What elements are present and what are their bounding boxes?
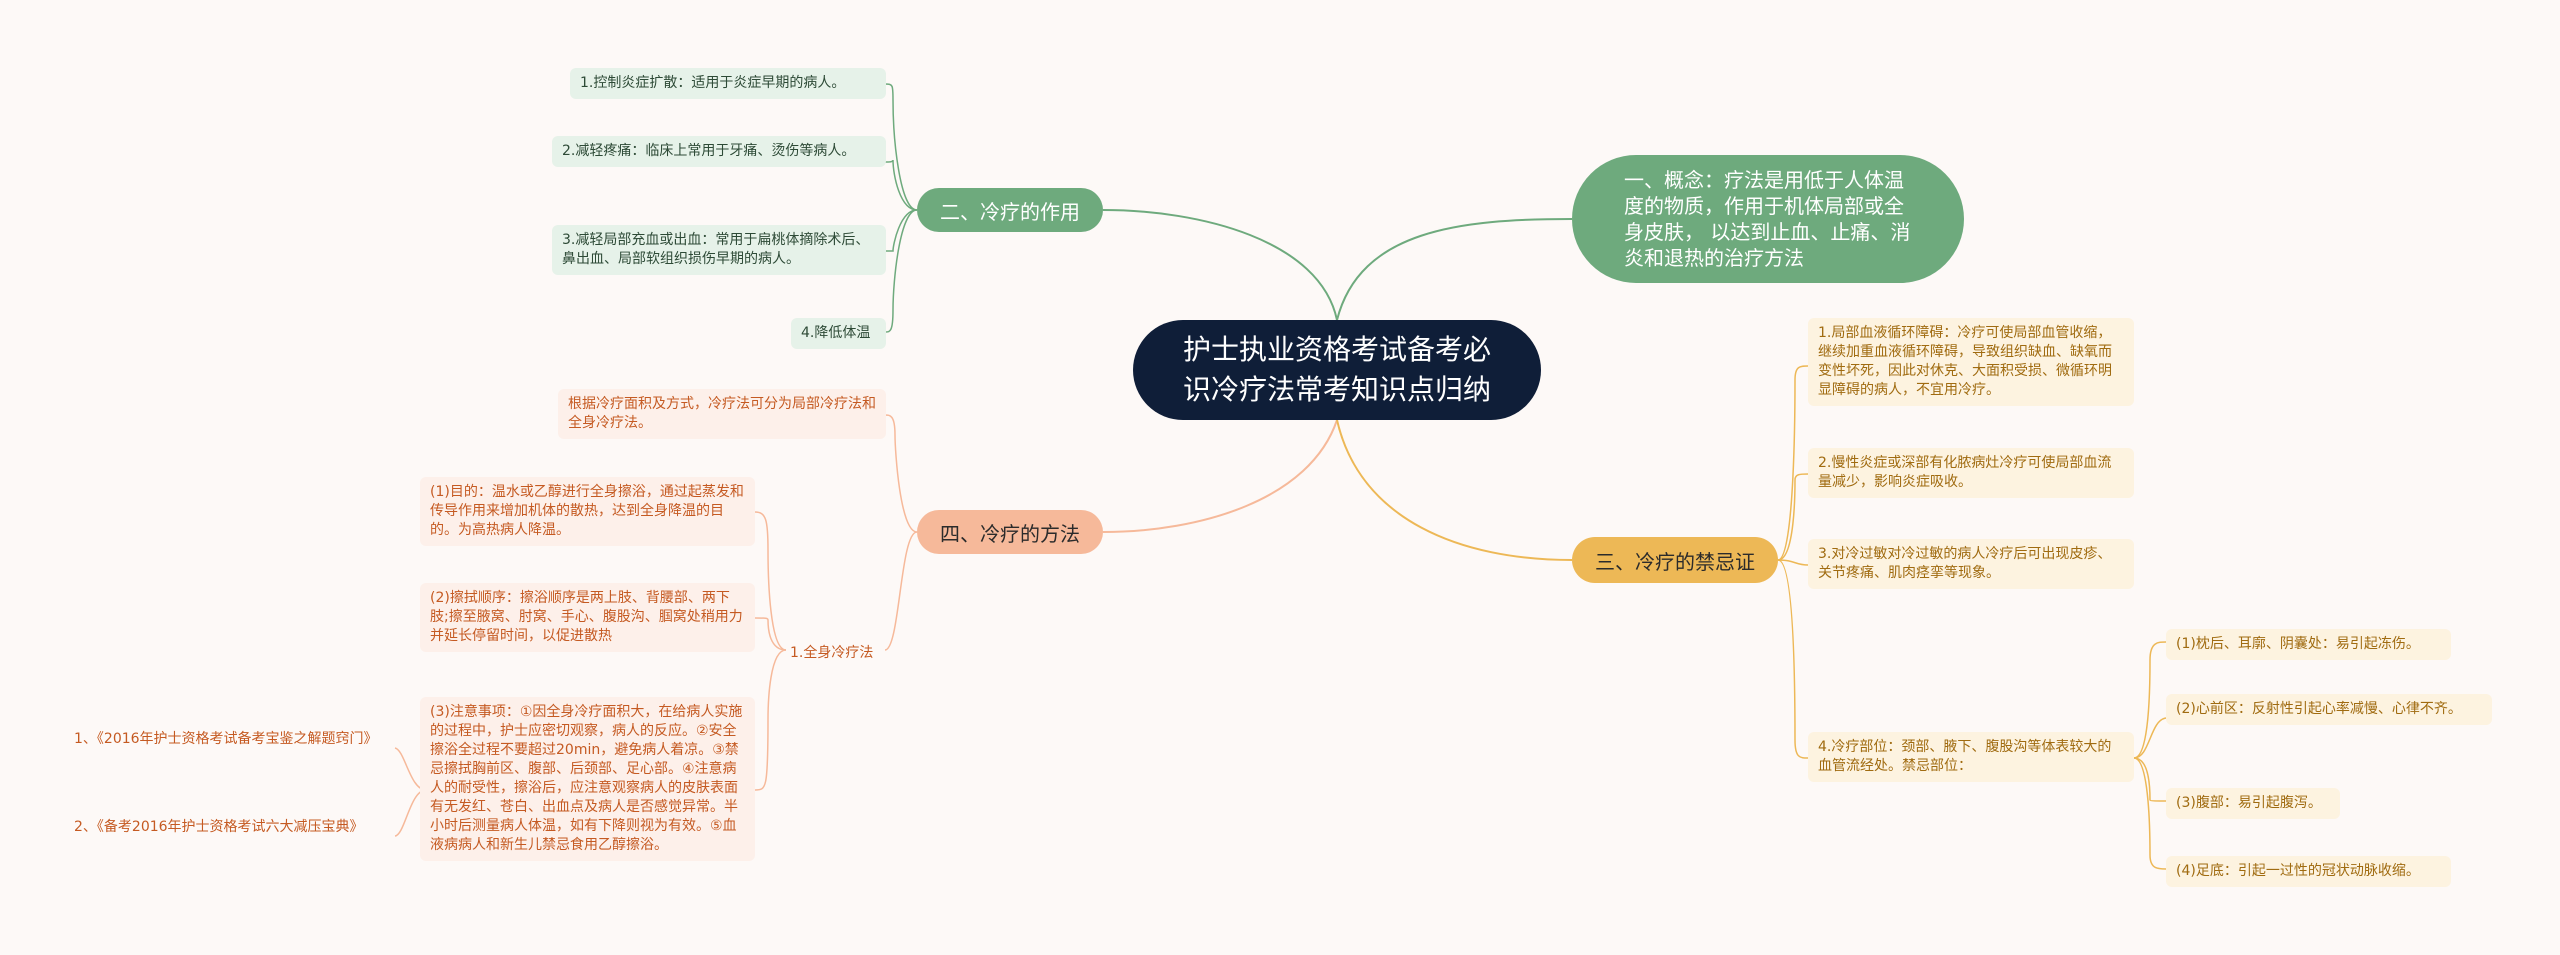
whole-body-cooling[interactable]: 1.全身冷疗法 <box>790 645 874 661</box>
branch-methods[interactable]: 四、冷疗的方法 <box>917 510 1103 554</box>
link-central-concept <box>1336 218 1573 321</box>
whole-body-notes[interactable]: (3)注意事项：①因全身冷疗面积大，在给病人实施的过程中，护士应密切观察，病人的… <box>420 697 755 861</box>
site-item-4[interactable]: (4)足底：引起一过性的冠状动脉收缩。 <box>2166 856 2451 887</box>
site-item-2[interactable]: (2)心前区：反射性引起心率减慢、心律不齐。 <box>2166 694 2492 725</box>
central-topic[interactable]: 护士执业资格考试备考必识冷疗法常考知识点归纳 <box>1133 320 1541 420</box>
link-central-contra <box>1336 419 1573 561</box>
contra-item-1[interactable]: 1.局部血液循环障碍：冷疗可使局部血管收缩，继续加重血液循环障碍，导致组织缺血、… <box>1808 318 2134 406</box>
whole-body-purpose[interactable]: (1)目的：温水或乙醇进行全身擦浴，通过起蒸发和传导作用来增加机体的散热，达到全… <box>420 477 755 546</box>
effect-item-1[interactable]: 1.控制炎症扩散：适用于炎症早期的病人。 <box>570 68 886 99</box>
contra-item-3[interactable]: 3.对冷过敏对冷过敏的病人冷疗后可出现皮疹、关节疼痛、肌肉痉挛等现象。 <box>1808 539 2134 589</box>
methods-intro[interactable]: 根据冷疗面积及方式，冷疗法可分为局部冷疗法和全身冷疗法。 <box>558 389 886 439</box>
contra-item-4[interactable]: 4.冷疗部位：颈部、腋下、腹股沟等体表较大的血管流经处。禁忌部位： <box>1808 732 2134 782</box>
effect-item-3[interactable]: 3.减轻局部充血或出血：常用于扁桃体摘除术后、鼻出血、局部软组织损伤早期的病人。 <box>552 225 886 275</box>
link-central-effects <box>1102 209 1338 321</box>
whole-body-order[interactable]: (2)擦拭顺序：擦浴顺序是两上肢、背腰部、两下肢;擦至腋窝、肘窝、手心、腹股沟、… <box>420 583 755 652</box>
branch-effects[interactable]: 二、冷疗的作用 <box>917 188 1103 232</box>
branch-concept[interactable]: 一、概念：疗法是用低于人体温度的物质，作用于机体局部或全身皮肤， 以达到止血、止… <box>1572 155 1964 283</box>
effect-item-2[interactable]: 2.减轻疼痛：临床上常用于牙痛、烫伤等病人。 <box>552 136 886 167</box>
contra-item-2[interactable]: 2.慢性炎症或深部有化脓病灶冷疗可使局部血流量减少，影响炎症吸收。 <box>1808 448 2134 498</box>
reference-link-2[interactable]: 2、《备考2016年护士资格考试六大减压宝典》 <box>74 819 364 835</box>
link-central-methods <box>1102 419 1338 533</box>
reference-link-1[interactable]: 1、《2016年护士资格考试备考宝鉴之解题窍门》 <box>74 731 378 747</box>
site-item-3[interactable]: (3)腹部：易引起腹泻。 <box>2166 788 2340 819</box>
effect-item-4[interactable]: 4.降低体温 <box>791 318 886 349</box>
site-item-1[interactable]: (1)枕后、耳廓、阴囊处：易引起冻伤。 <box>2166 629 2451 660</box>
branch-contraindications[interactable]: 三、冷疗的禁忌证 <box>1572 537 1778 583</box>
